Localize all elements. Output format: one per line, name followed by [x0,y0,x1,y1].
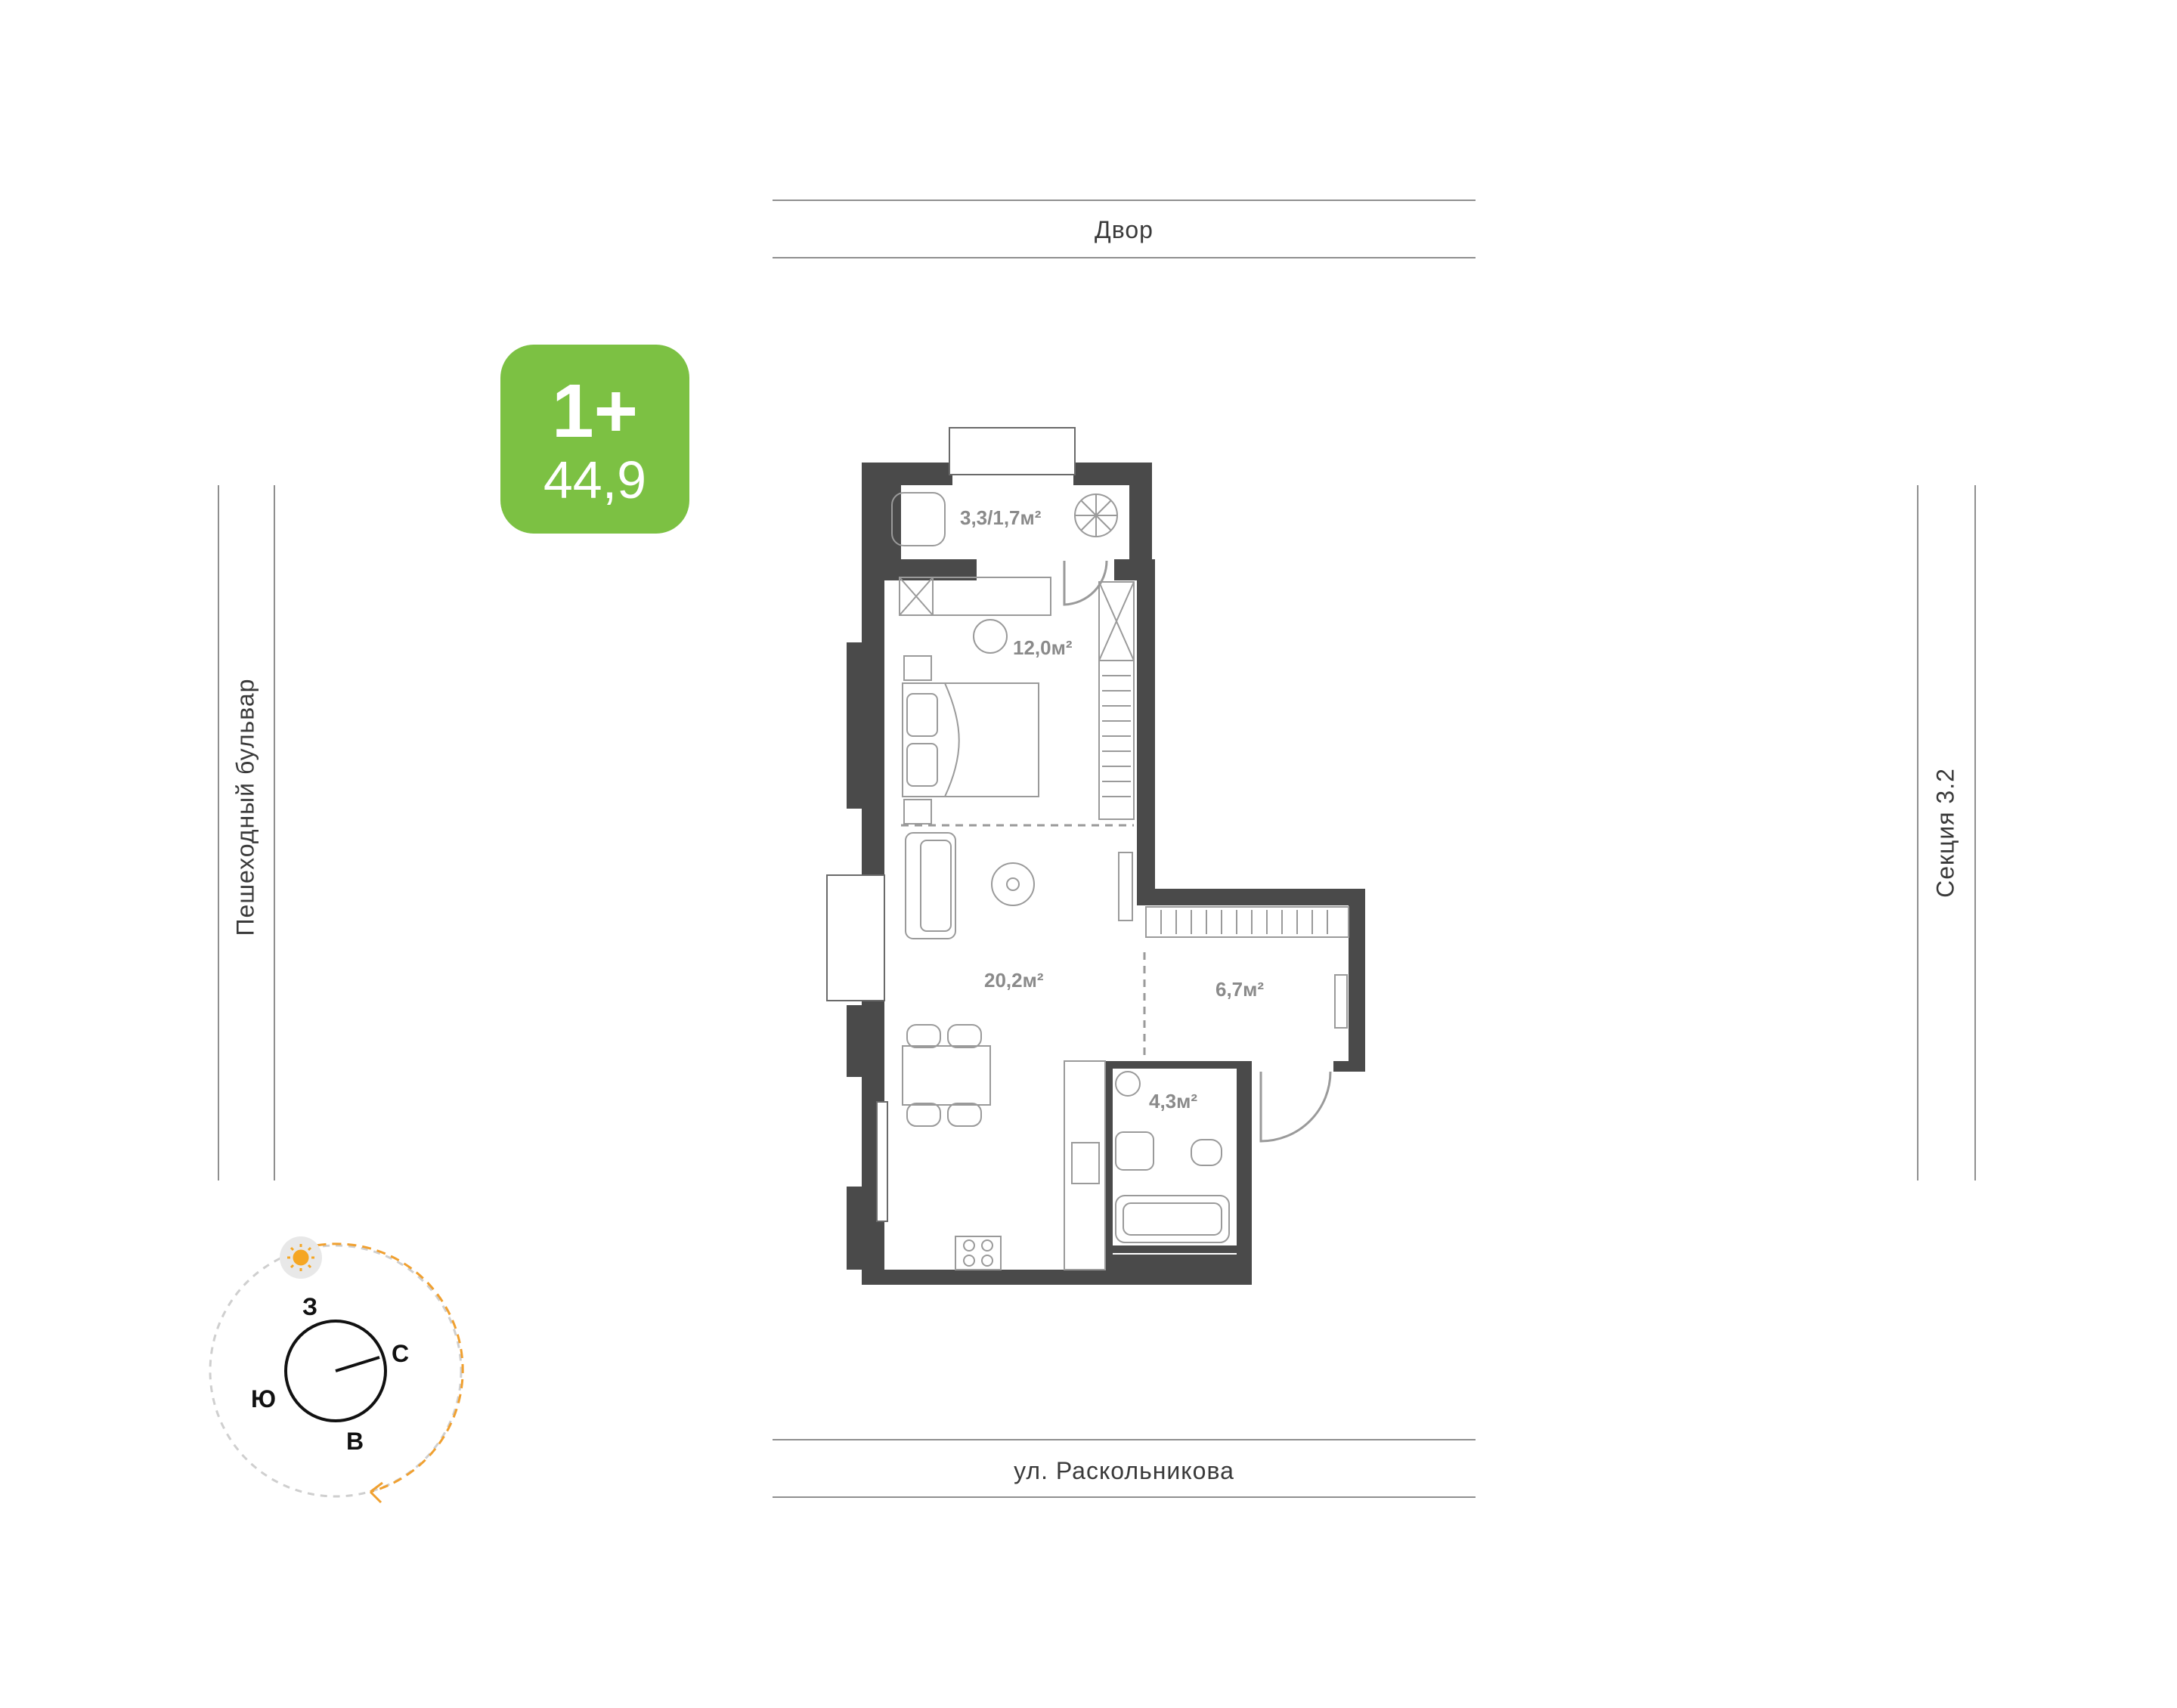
walls [847,463,1365,1285]
bed [902,682,1039,797]
compass-east: В [346,1428,364,1455]
wall-bath-top [1105,1061,1244,1069]
wall-left-upper [862,463,901,1285]
sun-icon [287,1244,314,1271]
window-left-1 [826,874,885,1001]
bottom-border-line-1 [773,1439,1476,1440]
sofa [905,832,956,939]
kitchen-counter [1064,1060,1106,1270]
street-label-bottom: ул. Раскольникова [1014,1457,1234,1484]
coffee-table [991,862,1035,906]
chair-2 [947,1024,982,1048]
left-border-line-2 [274,485,275,1180]
wall-hall-right [1349,889,1365,1072]
hall-mirror [1334,974,1348,1029]
wardrobe [1098,660,1135,820]
bathtub [1115,1195,1230,1243]
window-top [949,427,1076,475]
bath-sink [1115,1131,1154,1171]
wall-right-balcony [1129,463,1152,561]
chair-1 [906,1024,941,1048]
kitchen-sink [1071,1142,1100,1184]
top-border-line-2 [773,257,1476,258]
entrance-door [1259,1071,1332,1143]
partitions [901,560,1332,1143]
hall-wardrobe [1145,906,1349,938]
wall-bath-divider [1105,1245,1244,1253]
area-hall: 6,7м² [1215,978,1264,1001]
sun-path-arrow [369,1481,383,1504]
wall-left-pillar-2 [847,1005,862,1077]
compass-north: С [392,1340,409,1367]
sun-path-day [302,1242,464,1493]
wall-hall-right-stub [1333,1061,1365,1072]
windows [826,427,1076,1222]
pillow-2 [906,743,938,787]
desk [899,577,1051,616]
compass-needle [335,1356,380,1372]
area-balcony: 3,3/1,7м² [960,506,1042,529]
right-border-line-2 [1974,485,1976,1180]
stove [955,1236,1002,1270]
balcony-door [1063,560,1108,606]
bottom-border-line-2 [773,1496,1476,1498]
tv [1118,852,1133,921]
sun-path-full [209,1244,463,1498]
area-living: 20,2м² [984,969,1044,992]
washing-machine [1115,1071,1141,1097]
desk-shelf [899,577,934,616]
compass-circle [284,1320,387,1422]
pillow-1 [906,693,938,737]
toilet [1191,1139,1222,1166]
left-border-line-1 [218,485,219,1180]
right-border-line-1 [1917,485,1918,1180]
compass: С Ю В З [209,1236,464,1504]
wall-top-balcony-left [862,463,952,485]
armchair [891,492,946,546]
compass-west: З [302,1293,317,1320]
badge-rooms: 1+ [551,369,638,453]
wall-bottom-right [1105,1255,1252,1285]
area-bedroom: 12,0м² [1013,636,1073,659]
dining-table [902,1045,991,1106]
wall-hall-top [1137,889,1365,905]
badge-area: 44,9 [543,450,647,509]
desk-chair [973,619,1008,654]
furniture [891,492,1349,1270]
wall-right-upper [1137,559,1155,889]
chair-4 [947,1103,982,1127]
window-left-2 [876,1101,888,1222]
wall-bath-left [1105,1061,1113,1265]
bed-sheet [944,682,960,797]
wall-left-pillar-3 [847,1187,862,1270]
nightstand-2 [903,799,932,825]
wall-left-pillar-1 [847,642,862,809]
room-labels: 3,3/1,7м² 12,0м² 20,2м² 6,7м² 4,3м² [960,506,1264,1112]
top-border-line-1 [773,200,1476,201]
wall-bath-right [1237,1061,1252,1273]
nightstand-1 [903,655,932,681]
street-label-top: Двор [1095,216,1154,243]
chair-3 [906,1103,941,1127]
compass-south: Ю [251,1385,276,1413]
apartment-badge: 1+ 44,9 [500,345,689,534]
area-bath: 4,3м² [1149,1090,1197,1112]
